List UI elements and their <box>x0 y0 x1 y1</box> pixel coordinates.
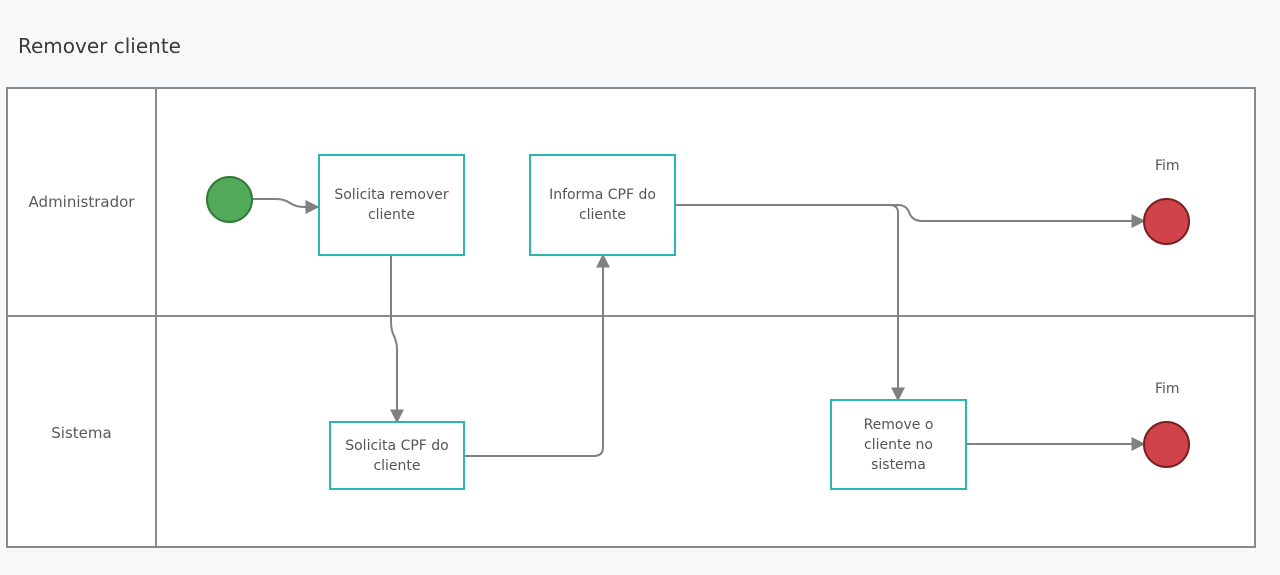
flow-informa-cpf-to-fim-administrador <box>676 204 1146 228</box>
task-remove-o-cliente-no-sistema[interactable]: Remove o cliente no sistema <box>830 399 967 490</box>
end-label-sistema: Fim <box>1155 381 1180 397</box>
task-solicita-remover-cliente[interactable]: Solicita remover cliente <box>318 154 465 256</box>
flow-solicita-remover-to-solicita-cpf <box>390 255 404 424</box>
task-solicita-cpf-do-cliente[interactable]: Solicita CPF do cliente <box>329 421 465 490</box>
end-label-administrador: Fim <box>1155 158 1180 174</box>
flow-start-to-solicita-remover <box>252 198 320 214</box>
lane-label-sistema: Sistema <box>51 424 112 442</box>
lane-label-administrador: Administrador <box>28 193 135 211</box>
end-event-administrador[interactable] <box>1143 198 1190 245</box>
start-event[interactable] <box>206 176 253 223</box>
flow-solicita-cpf-to-informa-cpf <box>464 253 610 457</box>
lane-divider <box>6 315 1256 317</box>
page-title: Remover cliente <box>18 34 181 58</box>
task-informa-cpf-do-cliente[interactable]: Informa CPF do cliente <box>529 154 676 256</box>
lane-header-divider <box>155 87 157 548</box>
flow-informa-cpf-to-remove-cliente <box>676 204 905 402</box>
end-event-sistema[interactable] <box>1143 421 1190 468</box>
